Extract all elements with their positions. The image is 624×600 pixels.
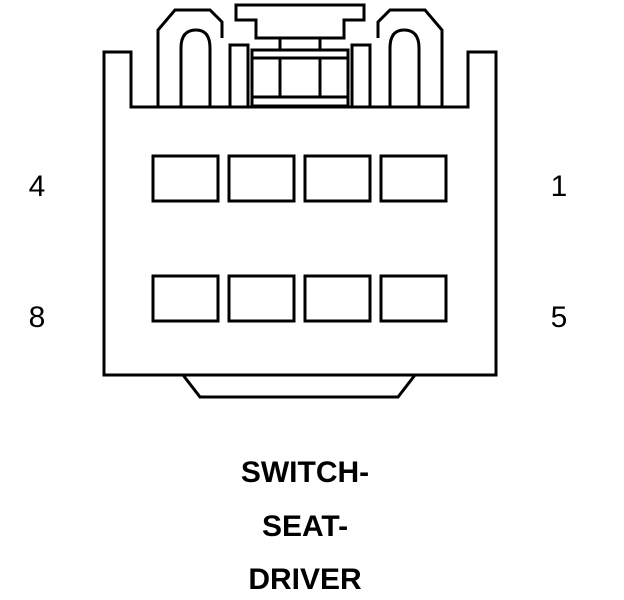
pin-cavity-8 <box>151 274 220 323</box>
pin-label-top-left: 4 <box>29 170 46 203</box>
caption-line-2: SEAT- <box>262 510 348 543</box>
pin-label-bottom-right: 5 <box>551 301 568 334</box>
pin-cavity-1 <box>379 154 448 203</box>
connector-bottom-key <box>181 374 417 399</box>
pin-cavity-3 <box>227 154 296 203</box>
caption-line-3: DRIVER <box>248 563 362 596</box>
pin-cavity-2 <box>303 154 372 203</box>
connector-latch <box>156 3 444 108</box>
caption-line-1: SWITCH- <box>241 456 369 489</box>
pin-cavity-5 <box>379 274 448 323</box>
pin-label-bottom-left: 8 <box>29 301 46 334</box>
pin-cavity-6 <box>303 274 372 323</box>
connector-body <box>102 50 498 377</box>
pin-cavity-7 <box>227 274 296 323</box>
pin-label-top-right: 1 <box>551 170 568 203</box>
pin-cavity-4 <box>151 154 220 203</box>
